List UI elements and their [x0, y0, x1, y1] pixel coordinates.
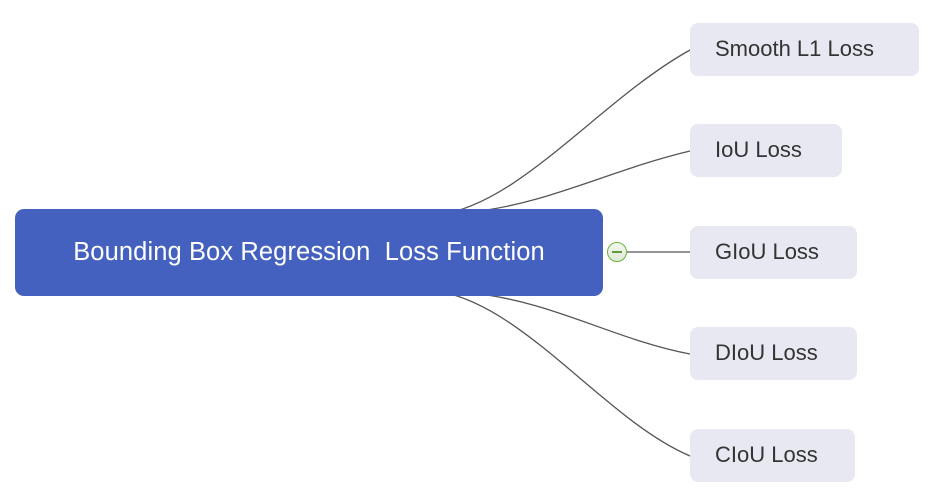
branch-node-label: Smooth L1 Loss: [715, 36, 874, 62]
root-node[interactable]: Bounding Box Regression Loss Function: [15, 209, 603, 296]
connector-to-iou-loss: [469, 150, 691, 213]
branch-node-iou-loss[interactable]: IoU Loss: [690, 124, 842, 177]
branch-node-giou-loss[interactable]: GIoU Loss: [690, 226, 857, 279]
root-node-label: Bounding Box Regression Loss Function: [73, 238, 545, 267]
branch-node-label: IoU Loss: [715, 137, 802, 163]
minus-icon: [612, 251, 622, 253]
branch-node-diou-loss[interactable]: DIoU Loss: [690, 327, 857, 380]
branch-node-ciou-loss[interactable]: CIoU Loss: [690, 429, 855, 482]
branch-node-label: GIoU Loss: [715, 239, 819, 265]
branch-node-label: DIoU Loss: [715, 340, 818, 366]
connector-to-diou-loss: [469, 292, 691, 355]
collapse-toggle-icon[interactable]: [607, 242, 627, 262]
branch-node-smooth-l1-loss[interactable]: Smooth L1 Loss: [690, 23, 919, 76]
connector-to-smooth-l1-loss: [436, 49, 691, 216]
connector-to-ciou-loss: [436, 290, 691, 457]
branch-node-label: CIoU Loss: [715, 442, 818, 468]
